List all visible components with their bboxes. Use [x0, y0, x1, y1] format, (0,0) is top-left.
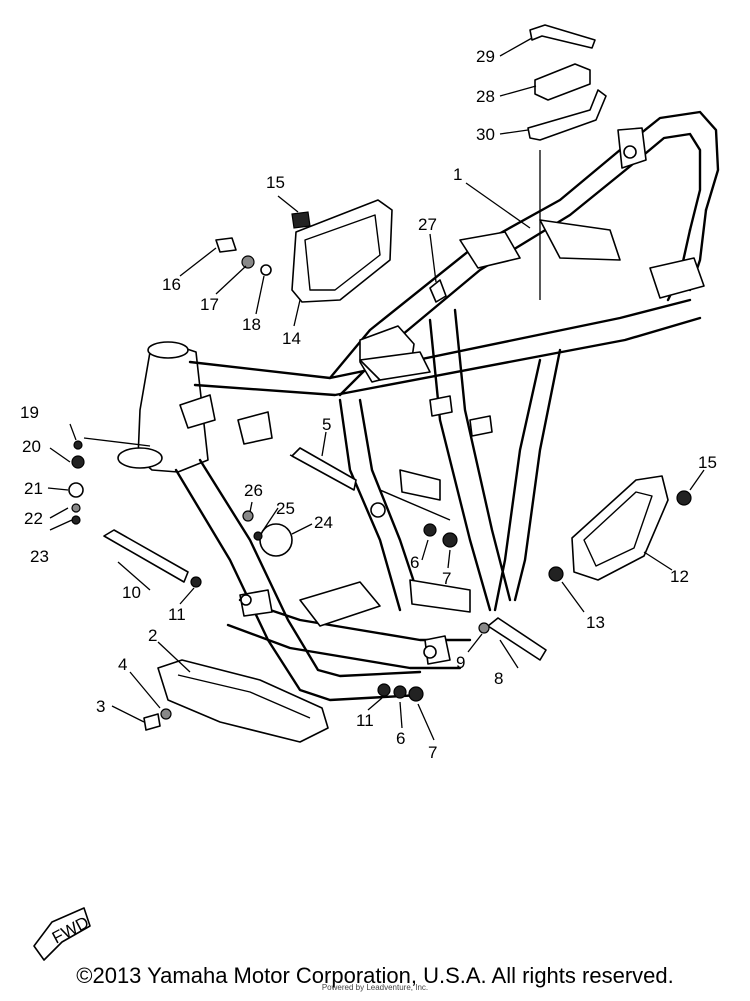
engine-bolt-5	[291, 447, 357, 491]
callout-5: 5	[322, 415, 331, 434]
collar-18	[260, 264, 272, 276]
callout-11b: 11	[356, 711, 374, 730]
callout-20: 20	[22, 437, 41, 456]
rubber-cushion	[534, 63, 591, 101]
callout-18: 18	[242, 315, 261, 334]
nut-11-lower	[377, 683, 391, 697]
bolt-16	[215, 237, 237, 253]
clip-27	[429, 279, 447, 303]
grommet-top	[291, 211, 311, 229]
bolt-3	[143, 713, 161, 731]
callout-6b: 6	[396, 729, 405, 748]
callout-7a: 7	[442, 569, 451, 588]
callout-29: 29	[476, 47, 495, 66]
callout-27: 27	[418, 215, 437, 234]
grommet-13	[548, 566, 564, 582]
callout-12: 12	[670, 567, 689, 586]
callout-23: 23	[30, 547, 49, 566]
callout-6a: 6	[410, 553, 419, 572]
callout-10: 10	[122, 583, 141, 602]
callout-2: 2	[148, 626, 157, 645]
leader-lines	[47, 37, 705, 741]
nut-6-upper	[423, 523, 437, 537]
callout-1: 1	[453, 165, 462, 184]
callout-26: 26	[244, 481, 263, 500]
callout-28: 28	[476, 87, 495, 106]
washer-4	[160, 708, 172, 720]
callout-11a: 11	[168, 605, 186, 624]
callout-21: 21	[24, 479, 43, 498]
callout-14: 14	[282, 329, 301, 348]
seat-strap	[529, 24, 596, 49]
bolt-10	[103, 529, 189, 583]
callout-16: 16	[162, 275, 181, 294]
callout-13: 13	[586, 613, 605, 632]
nut-11-upper	[190, 576, 202, 588]
nut-6-lower	[393, 685, 407, 699]
callout-15a: 15	[266, 173, 285, 192]
callout-4: 4	[118, 655, 127, 674]
callout-labels: 1 2 3 4 5 6 6 7 7 8 9 10 11 11 12 13 14 …	[20, 47, 717, 762]
callout-17: 17	[200, 295, 219, 314]
clamp-26	[242, 510, 254, 522]
callout-3: 3	[96, 697, 105, 716]
fwd-arrow: FWD	[33, 907, 92, 961]
side-cover-right	[571, 475, 669, 581]
callout-19: 19	[20, 403, 39, 422]
steering-parts	[68, 440, 85, 525]
nut-7-lower	[408, 686, 424, 702]
callout-24: 24	[314, 513, 333, 532]
callout-22: 22	[24, 509, 43, 528]
grommet-15-right	[676, 490, 692, 506]
side-cover-left	[291, 199, 393, 303]
callout-8: 8	[494, 669, 503, 688]
copyright-notice: ©2013 Yamaha Motor Corporation, U.S.A. A…	[76, 963, 674, 988]
washer-9	[478, 622, 490, 634]
watermark-text: Powered by Leadventure, Inc.	[321, 983, 429, 992]
callout-15b: 15	[698, 453, 717, 472]
callout-25: 25	[276, 499, 295, 518]
washer-25	[253, 531, 263, 541]
callout-30: 30	[476, 125, 495, 144]
bracket	[527, 89, 607, 141]
skid-plate	[157, 659, 329, 743]
washer-17	[241, 255, 255, 269]
callout-9: 9	[456, 653, 465, 672]
nut-7-upper	[442, 532, 458, 548]
bolt-8	[487, 617, 547, 661]
callout-7b: 7	[428, 743, 437, 762]
frame-assembly	[117, 110, 720, 702]
